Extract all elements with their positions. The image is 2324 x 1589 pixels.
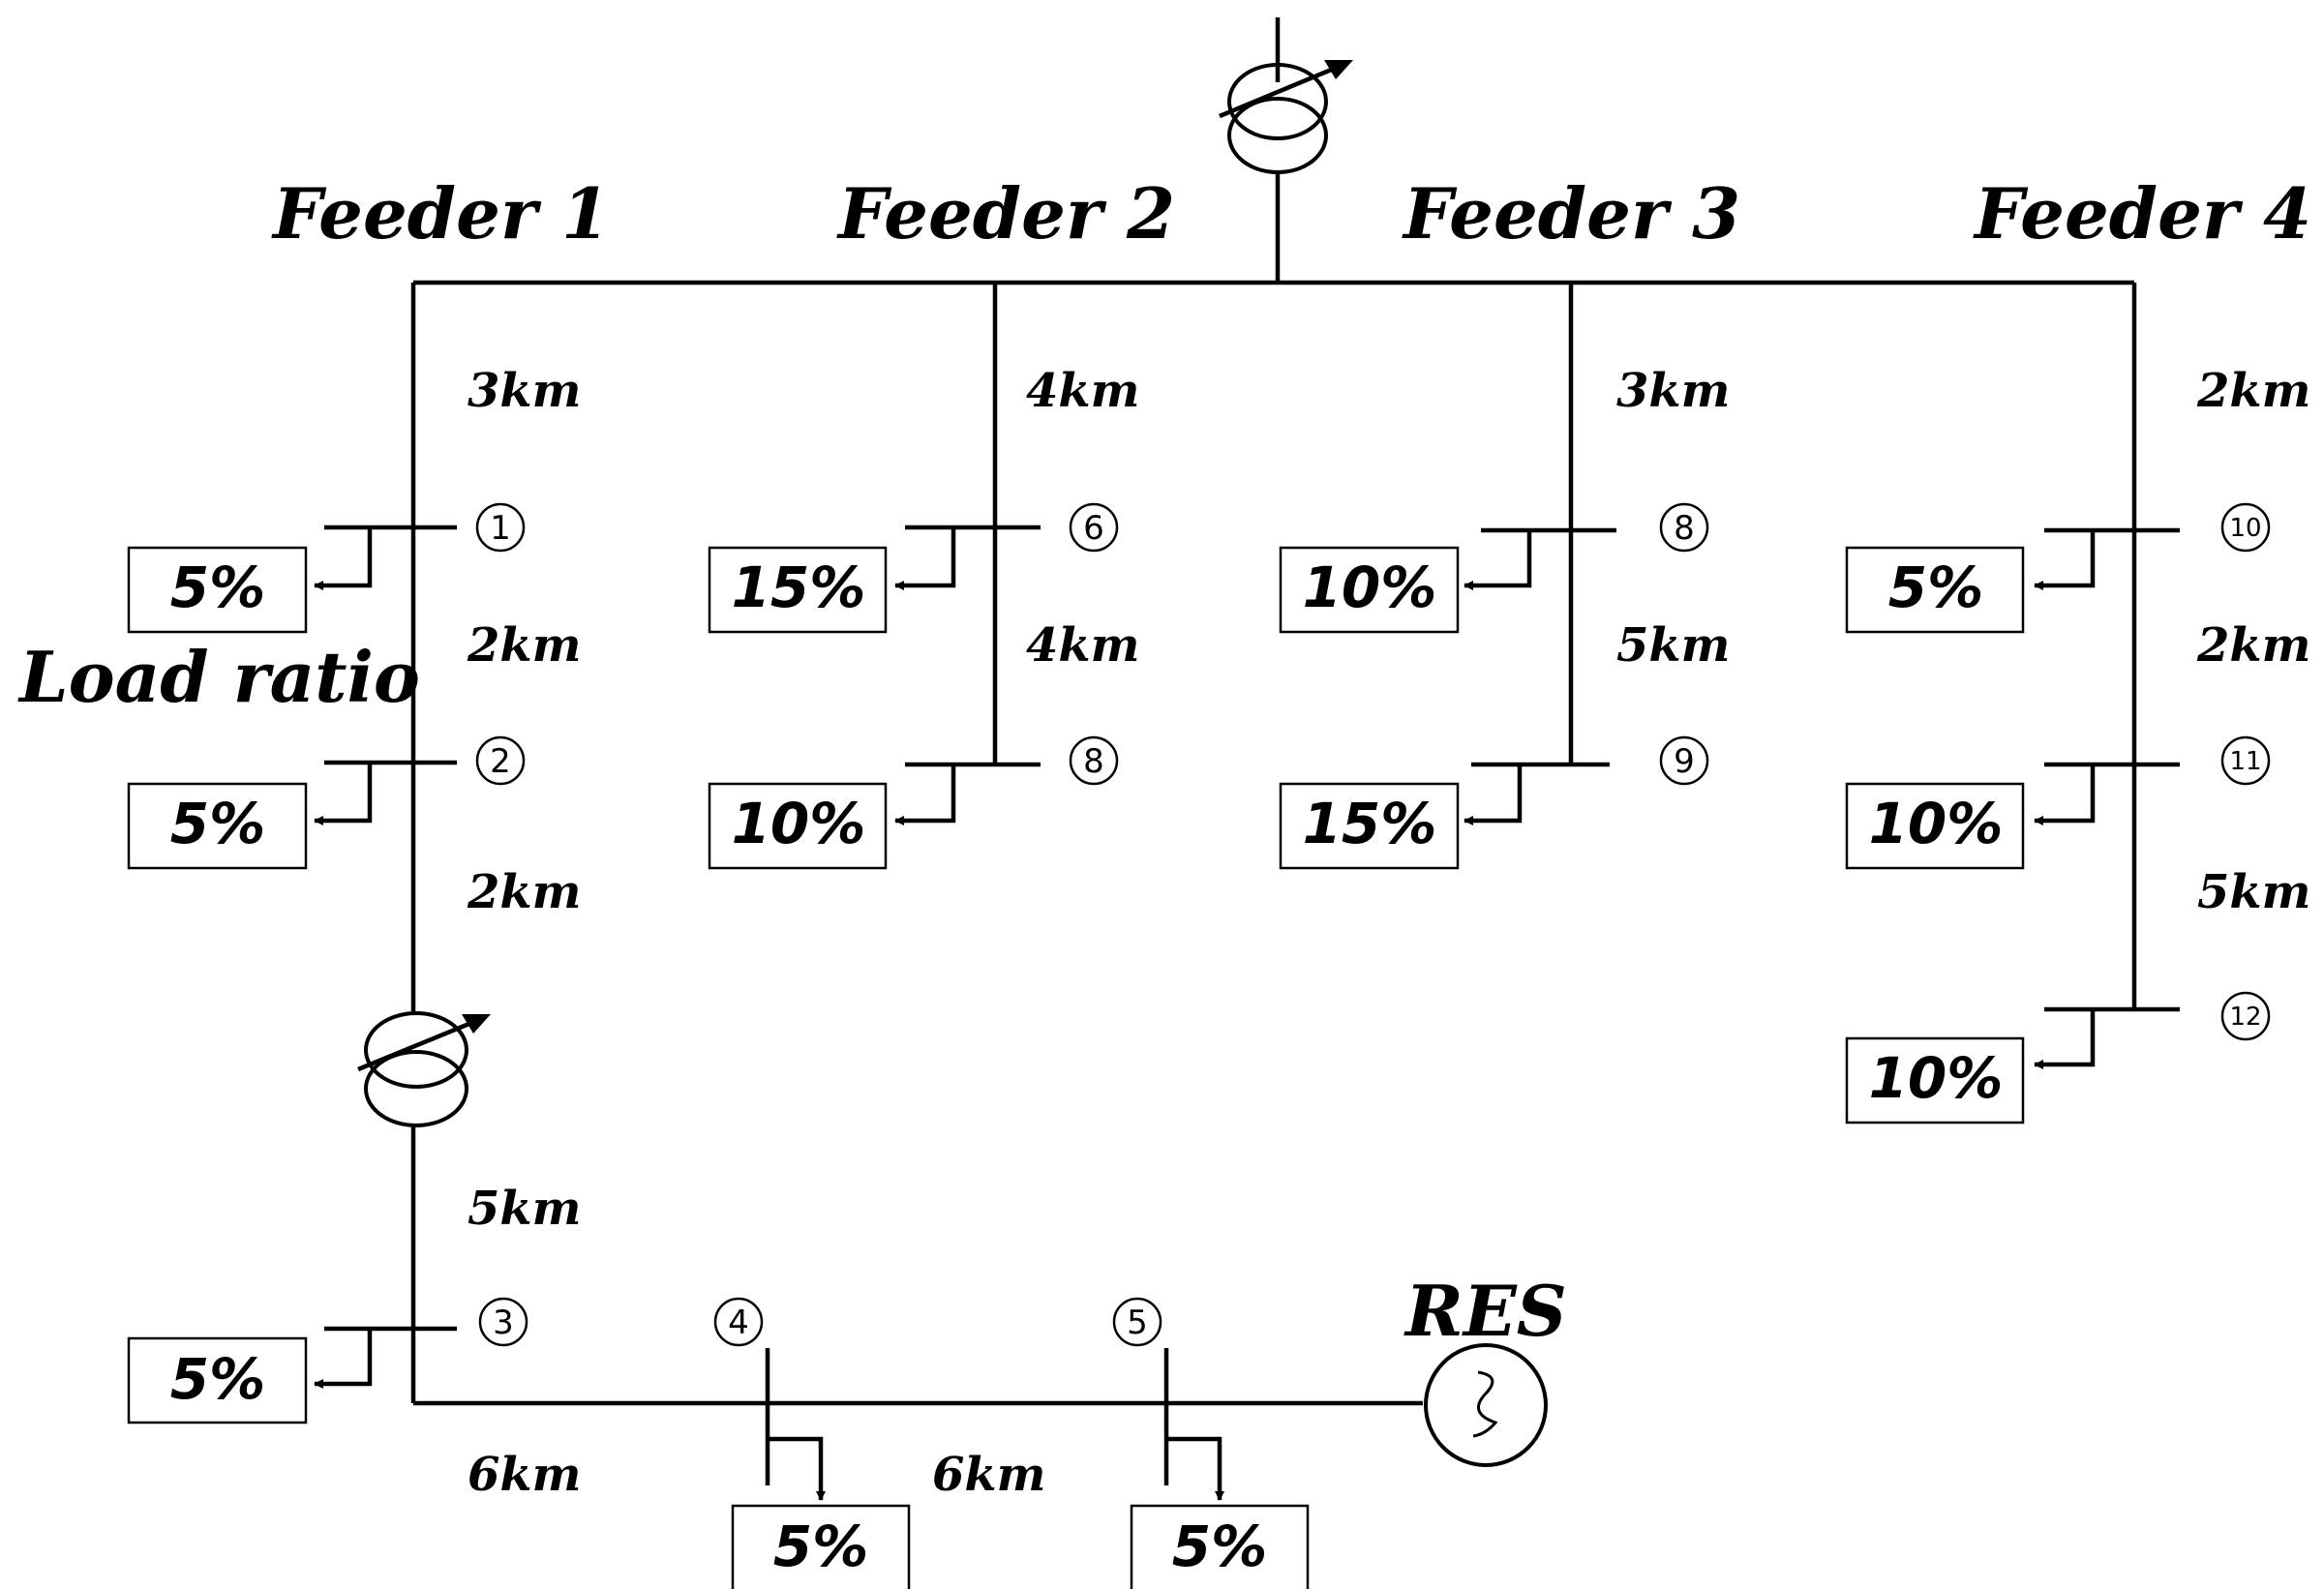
- feeder-1-line: [410, 283, 1423, 1406]
- res-generator-icon: [1424, 1343, 1548, 1467]
- feeder-2-label: Feeder 2: [836, 172, 1175, 255]
- node-12-number: 12: [2229, 1003, 2261, 1032]
- load-4: 5%: [773, 1514, 868, 1579]
- feeder-1-label: Feeder 1: [271, 172, 610, 255]
- node-4-number: 4: [728, 1304, 749, 1342]
- load-12: 10%: [1869, 1045, 2004, 1111]
- node-8b-marker: 8: [1659, 502, 1709, 553]
- node-10-marker: 10: [2220, 502, 2271, 553]
- feeder-4-distance-a: 2km: [2196, 364, 2310, 418]
- node-2-marker: 2: [475, 735, 526, 786]
- feeder-3-distance-a: 3km: [1616, 364, 1730, 418]
- load-11: 10%: [1869, 791, 2004, 856]
- node-2-number: 2: [490, 742, 511, 781]
- feeder-3-label: Feeder 3: [1402, 172, 1740, 255]
- load-3: 5%: [170, 1346, 265, 1412]
- feeder-1-distance-c: 2km: [467, 865, 581, 919]
- node-1-number: 1: [490, 509, 511, 548]
- node-6-marker: 6: [1069, 502, 1119, 553]
- load-2: 5%: [170, 791, 265, 856]
- feeder-2-distance-a: 4km: [1026, 364, 1139, 418]
- feeder-1-distance-b: 2km: [467, 618, 581, 673]
- node-9-number: 9: [1674, 742, 1695, 781]
- feeder-1-distance-f: 6km: [932, 1448, 1045, 1502]
- feeder-4-distance-b: 2km: [2196, 618, 2310, 673]
- load-5: 5%: [1172, 1514, 1267, 1579]
- node-9-marker: 9: [1659, 735, 1709, 786]
- load-ratio-label: Load ratio: [17, 636, 420, 718]
- load-9: 15%: [1303, 791, 1437, 856]
- node-11-marker: 11: [2220, 735, 2271, 786]
- node-8b-number: 8: [1674, 509, 1695, 548]
- node-11-number: 11: [2229, 747, 2261, 776]
- load-6: 15%: [732, 555, 866, 620]
- node-10-number: 10: [2229, 514, 2261, 543]
- node-1-marker: 1: [475, 502, 526, 553]
- load-1: 5%: [170, 555, 265, 620]
- feeder-4-distance-c: 5km: [2197, 865, 2310, 919]
- feeder-1-transformer-icon: [357, 1011, 491, 1127]
- node-4-marker: 4: [713, 1297, 764, 1347]
- feeder-1-distance-d: 5km: [468, 1182, 581, 1236]
- substation-transformer-icon: [1219, 17, 1353, 283]
- load-8: 10%: [1303, 555, 1437, 620]
- feeder-2-distance-b: 4km: [1026, 618, 1139, 673]
- node-5-number: 5: [1127, 1304, 1148, 1342]
- node-8a-number: 8: [1083, 742, 1104, 781]
- feeder-3-distance-b: 5km: [1616, 618, 1730, 673]
- node-6-number: 6: [1083, 509, 1104, 548]
- feeder-1-distance-e: 6km: [468, 1448, 581, 1502]
- feeder-1-distance-a: 3km: [468, 364, 581, 418]
- feeder-4-label: Feeder 4: [1973, 172, 2311, 255]
- load-7: 10%: [732, 791, 866, 856]
- node-5-marker: 5: [1112, 1297, 1162, 1347]
- res-label: RES: [1403, 1270, 1567, 1352]
- node-3-marker: 3: [478, 1297, 528, 1347]
- node-8a-marker: 8: [1069, 735, 1119, 786]
- node-3-number: 3: [493, 1304, 514, 1342]
- load-10: 5%: [1888, 555, 1983, 620]
- node-12-marker: 12: [2220, 991, 2271, 1041]
